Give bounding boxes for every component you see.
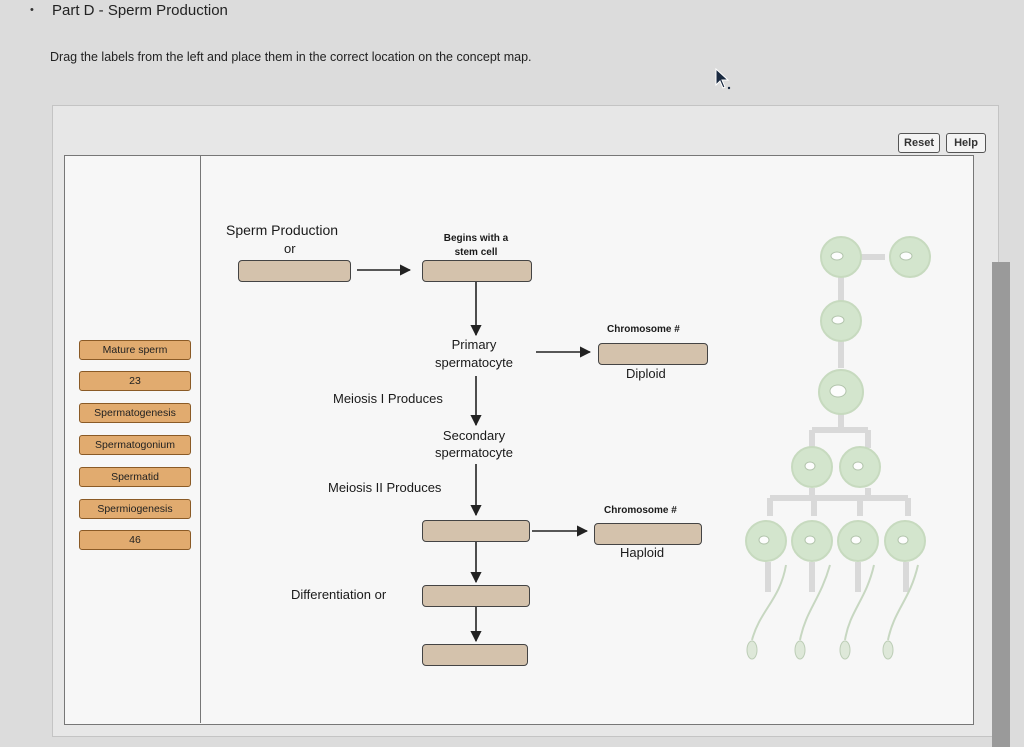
- differentiation-text: Differentiation or: [291, 587, 387, 602]
- label-chip-mature-sperm[interactable]: Mature sperm: [79, 340, 191, 360]
- connector-arrows: [357, 264, 592, 643]
- label-bank: [64, 155, 201, 723]
- begins-with-text-line2: stem cell: [454, 247, 498, 258]
- drop-target-sperm-production[interactable]: [238, 260, 351, 282]
- meiosis-two-text: Meiosis II Produces: [328, 480, 442, 495]
- scrollbar[interactable]: [992, 262, 1010, 747]
- chromosome-number-top: Chromosome #: [607, 324, 680, 335]
- drop-target-chromosome-diploid[interactable]: [598, 343, 708, 365]
- drop-target-chromosome-haploid[interactable]: [594, 523, 702, 545]
- primary-spermatocyte-line1: Primary: [451, 337, 497, 352]
- secondary-spermatocyte-line1: Secondary: [442, 428, 506, 443]
- sperm-production-title: Sperm Production: [226, 222, 339, 238]
- reset-button[interactable]: Reset: [898, 133, 940, 153]
- label-chip-spermatogonium[interactable]: Spermatogonium: [79, 435, 191, 455]
- diploid-text: Diploid: [626, 366, 666, 381]
- mouse-cursor-icon: [715, 68, 731, 90]
- label-chip-46[interactable]: 46: [79, 530, 191, 550]
- label-chip-spermatogenesis[interactable]: Spermatogenesis: [79, 403, 191, 423]
- drop-target-final-product[interactable]: [422, 644, 528, 666]
- cell-division-illustration: [745, 236, 931, 660]
- drop-target-differentiation[interactable]: [422, 585, 530, 607]
- begins-with-text-line1: Begins with a: [443, 233, 509, 244]
- part-title: Part D - Sperm Production: [52, 2, 228, 19]
- drop-target-meiosis-two-product[interactable]: [422, 520, 530, 542]
- chromosome-number-bottom: Chromosome #: [604, 505, 677, 516]
- haploid-text: Haploid: [620, 545, 665, 560]
- label-chip-spermiogenesis[interactable]: Spermiogenesis: [79, 499, 191, 519]
- secondary-spermatocyte-line2: spermatocyte: [434, 445, 514, 460]
- sperm-production-or: or: [284, 241, 296, 256]
- help-button[interactable]: Help: [946, 133, 986, 153]
- meiosis-one-text: Meiosis I Produces: [333, 391, 443, 406]
- primary-spermatocyte-line2: spermatocyte: [434, 355, 514, 370]
- instructions-text: Drag the labels from the left and place …: [50, 50, 532, 64]
- bullet-icon: •: [30, 4, 34, 16]
- label-chip-spermatid[interactable]: Spermatid: [79, 467, 191, 487]
- label-chip-23[interactable]: 23: [79, 371, 191, 391]
- drop-target-stem-cell[interactable]: [422, 260, 532, 282]
